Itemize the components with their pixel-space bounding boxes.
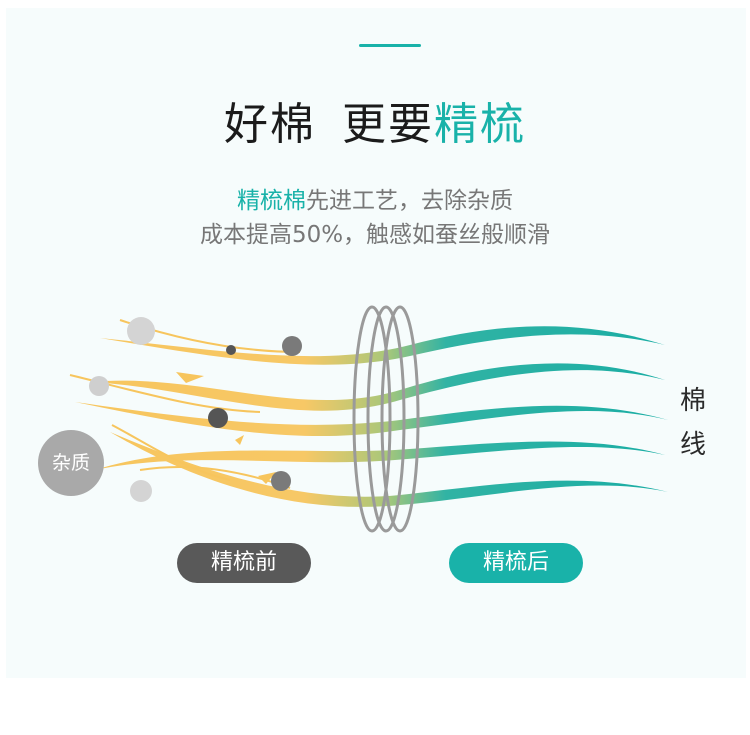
side-label-cotton: 棉 <box>680 386 707 416</box>
fiber-strands <box>69 319 668 507</box>
fiber-strands-illustration <box>69 305 668 533</box>
subtitle-line-1-text: 先进工艺，去除杂质 <box>306 188 513 214</box>
accent-divider <box>359 44 421 47</box>
page-title: 好棉更要精梳 <box>0 88 750 152</box>
after-combing-badge: 精梳后 <box>449 543 583 583</box>
title-accent: 精梳 <box>434 99 526 150</box>
subtitle-line-1: 精梳棉先进工艺，去除杂质 <box>0 181 750 215</box>
content-panel <box>6 8 746 678</box>
comb-rings-icon <box>352 305 420 533</box>
impurity-label: 杂质 <box>38 430 104 496</box>
before-combing-badge: 精梳前 <box>177 543 311 583</box>
impurity-dots-icon <box>89 317 302 502</box>
title-part-2: 更要 <box>342 99 434 150</box>
subtitle-line-2: 成本提高50%，触感如蚕丝般顺滑 <box>199 222 551 248</box>
subtitle-accent: 精梳棉 <box>237 188 306 214</box>
title-part-1: 好棉 <box>224 99 316 150</box>
side-label-thread: 线 <box>680 430 707 460</box>
